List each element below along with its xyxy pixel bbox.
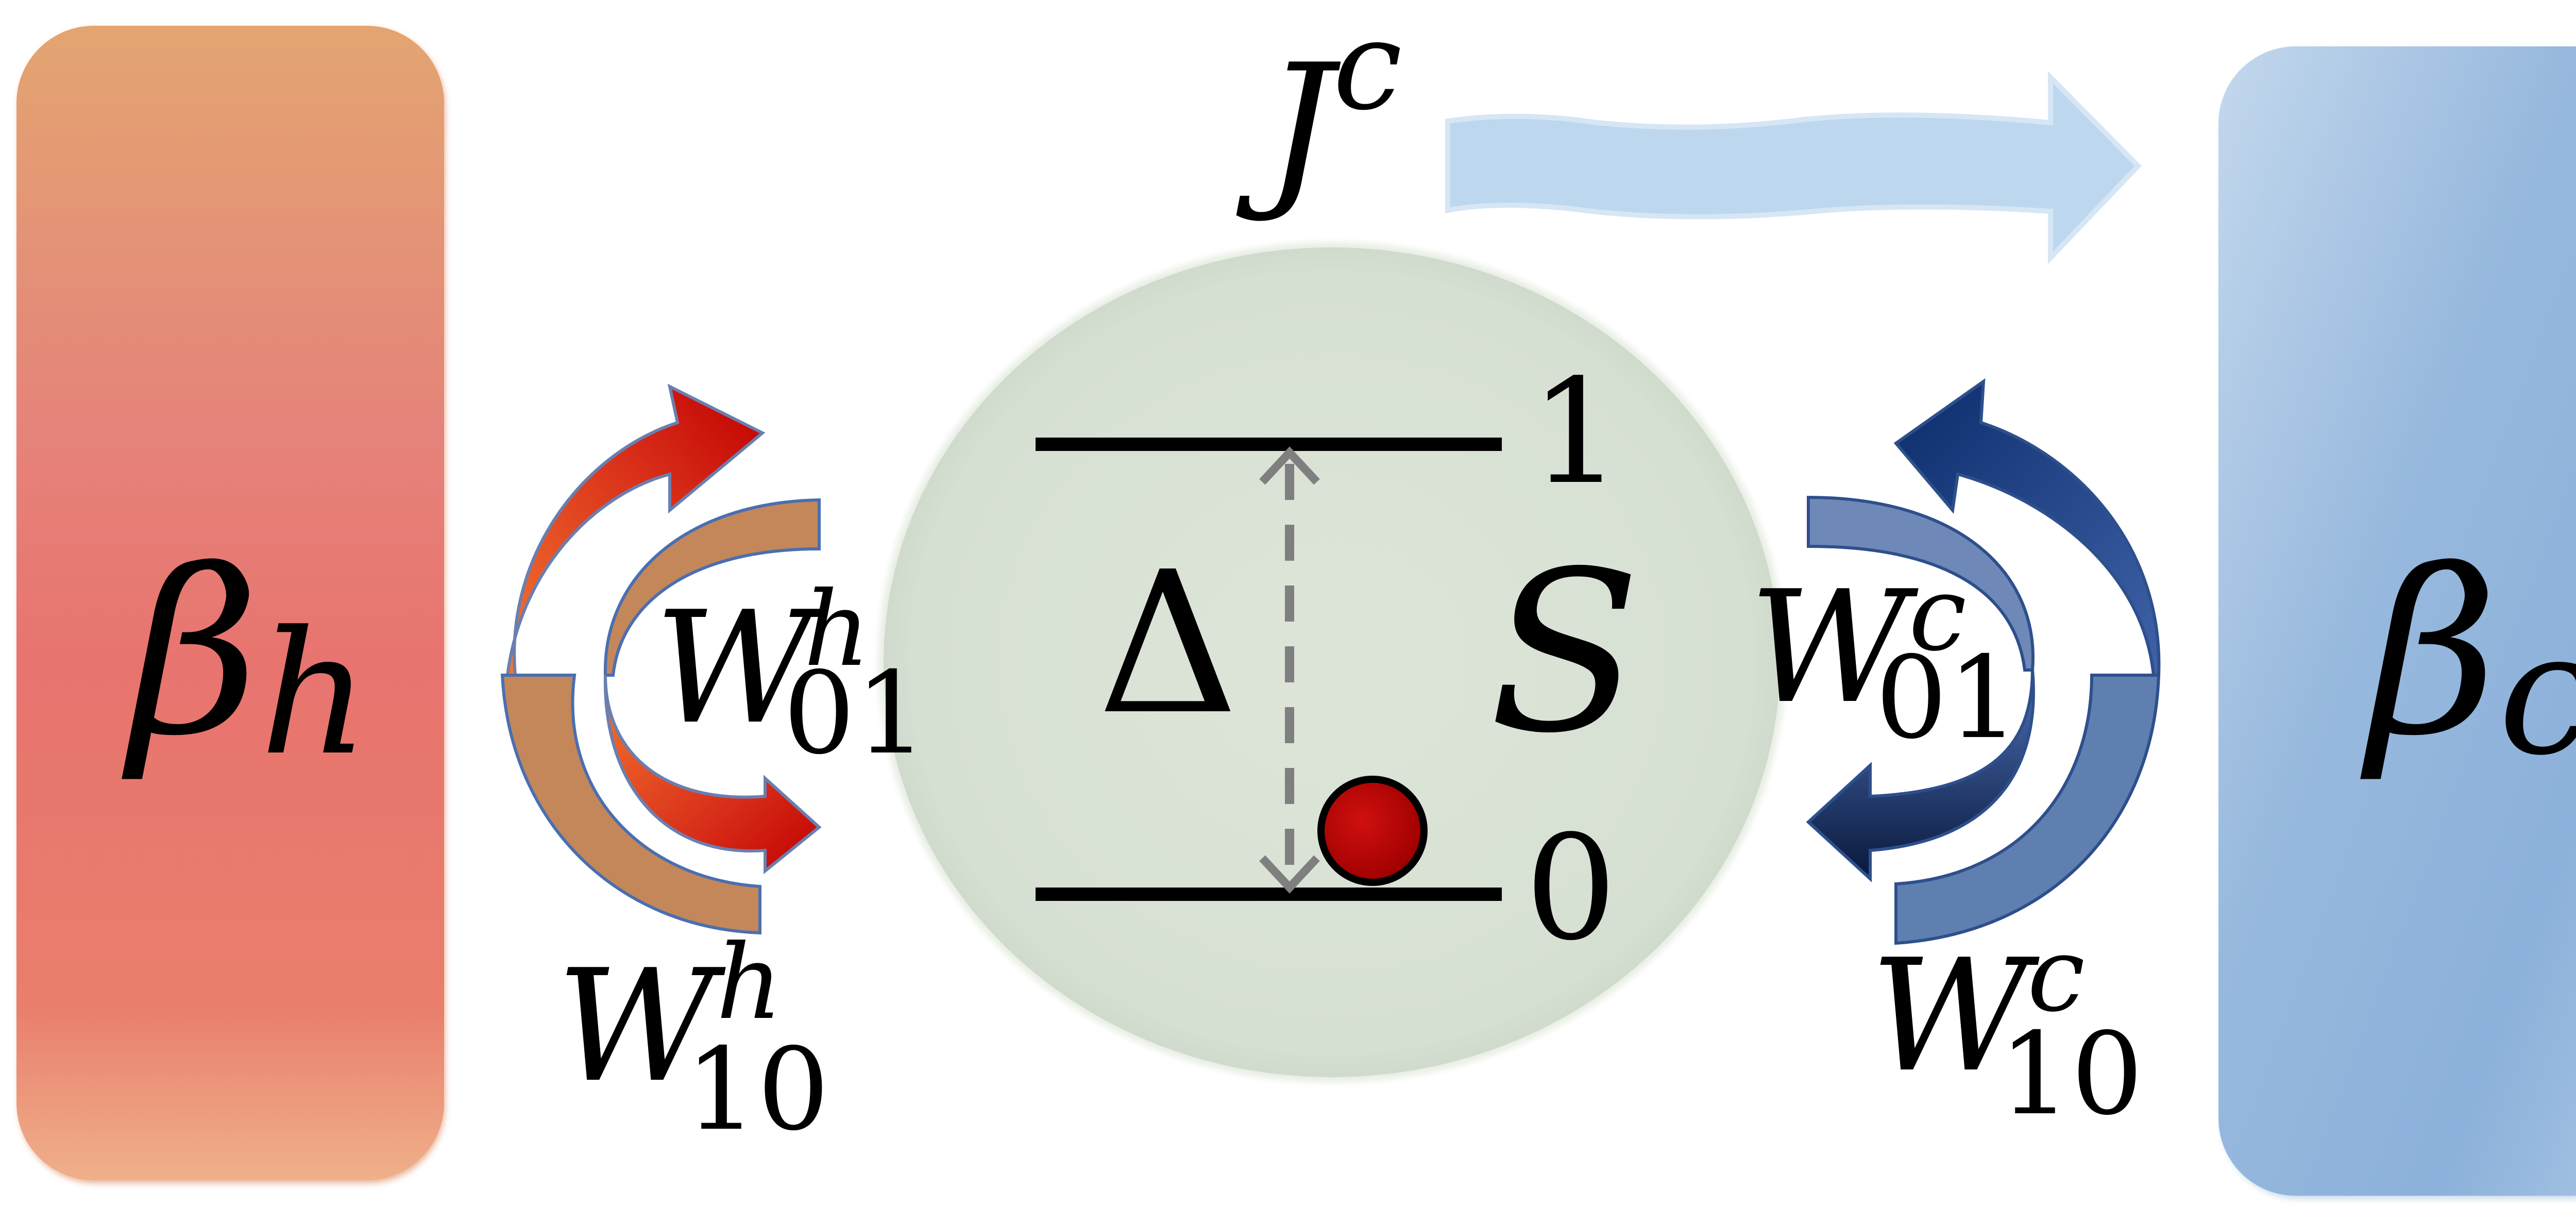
system-label: S <box>1489 524 1641 782</box>
transition-dashed-arrow <box>1259 446 1320 894</box>
hot-bath: βh <box>16 26 445 1183</box>
svg-text:01: 01 <box>783 647 927 779</box>
hot-relaxation-arrow <box>500 498 822 935</box>
hot-bath-label: βh <box>122 522 369 793</box>
heat-current-label: Jc <box>1235 0 1402 226</box>
rate-label-cold-01: W c 01 <box>1749 554 2020 764</box>
cold-bath-label: βc <box>2360 522 2576 793</box>
upper-level-label: 1 <box>1530 348 1622 516</box>
gap-label: Δ <box>1097 529 1239 758</box>
cold-bath: βc <box>2218 46 2576 1199</box>
svg-text:W: W <box>654 578 826 758</box>
svg-text:W: W <box>556 936 728 1116</box>
svg-text:W: W <box>1870 926 2042 1106</box>
cold-excitation-arrow <box>1806 495 2035 882</box>
svg-text:10: 10 <box>685 1024 829 1156</box>
heat-current-arrow <box>1445 71 2142 264</box>
svg-text:h: h <box>716 923 783 1043</box>
cold-relaxation-arrow <box>1893 378 2161 945</box>
svg-text:h: h <box>804 570 870 690</box>
svg-text:c: c <box>1909 554 1967 674</box>
rate-label-hot-10: W h 10 <box>556 923 829 1156</box>
particle <box>1317 776 1428 886</box>
lower-level-label: 0 <box>1525 805 1617 973</box>
svg-text:W: W <box>1749 558 1921 738</box>
hot-excitation-arrow <box>505 383 766 677</box>
rate-label-cold-10: W c 10 <box>1870 915 2143 1140</box>
system: Δ S 1 0 <box>878 242 1785 1082</box>
svg-text:10: 10 <box>1999 1008 2143 1140</box>
svg-text:01: 01 <box>1875 632 2020 764</box>
rate-label-hot-01: W h 01 <box>654 570 927 779</box>
svg-text:c: c <box>2027 915 2085 1035</box>
